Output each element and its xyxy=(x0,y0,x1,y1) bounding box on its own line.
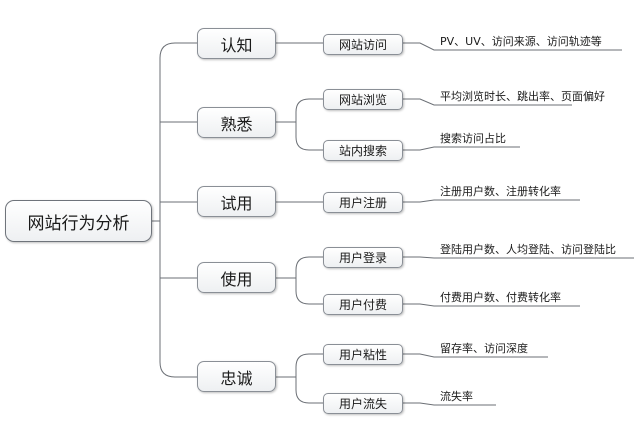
activity-label: 网站浏览 xyxy=(338,93,387,107)
metric-text: 登陆用户数、人均登陆、访问登陆比 xyxy=(440,243,616,256)
activity-node: 用户登录 xyxy=(323,247,403,268)
activity-label: 用户登录 xyxy=(338,251,387,265)
activity-node: 站内搜索 xyxy=(323,140,403,161)
stage-label: 认知 xyxy=(220,35,253,55)
metric-text: 平均浏览时长、跳出率、页面偏好 xyxy=(440,90,605,103)
connector-line xyxy=(403,402,496,406)
stage-node: 忠诚 xyxy=(197,361,276,392)
metric-text: 留存率、访问深度 xyxy=(440,342,528,355)
activity-node: 用户注册 xyxy=(323,192,403,213)
metric-text: 搜索访问占比 xyxy=(440,132,506,145)
activity-label: 用户流失 xyxy=(338,397,387,411)
activity-node: 网站访问 xyxy=(323,34,403,55)
root-label: 网站行为分析 xyxy=(27,213,130,234)
activity-node: 用户粘性 xyxy=(323,344,403,365)
connector-line xyxy=(403,98,572,106)
connector-line xyxy=(403,42,622,51)
metric-text: 流失率 xyxy=(440,390,473,403)
connector-line xyxy=(276,353,323,404)
stage-node: 认知 xyxy=(197,28,276,59)
activity-label: 用户付费 xyxy=(338,298,387,312)
stage-node: 使用 xyxy=(197,262,276,293)
connector-line xyxy=(403,199,580,203)
stage-label: 试用 xyxy=(220,193,253,213)
activity-node: 用户付费 xyxy=(323,294,403,315)
metric-text: 付费用户数、付费转化率 xyxy=(440,291,561,304)
activity-label: 网站访问 xyxy=(338,38,387,52)
root-node: 网站行为分析 xyxy=(5,200,152,242)
stage-node: 熟悉 xyxy=(197,107,276,138)
activity-label: 站内搜索 xyxy=(338,144,387,158)
connector-line xyxy=(403,353,548,358)
connector-line xyxy=(276,256,323,305)
connector-line xyxy=(403,146,520,151)
connector-line xyxy=(403,256,634,259)
connector-line xyxy=(403,303,580,307)
connector-line xyxy=(276,98,323,151)
activity-label: 用户粘性 xyxy=(338,348,387,362)
activity-node: 网站浏览 xyxy=(323,89,403,110)
stage-label: 使用 xyxy=(220,269,253,289)
connector-line xyxy=(159,42,197,378)
activity-node: 用户流失 xyxy=(323,393,403,414)
metric-text: 注册用户数、注册转化率 xyxy=(440,185,561,198)
stage-label: 忠诚 xyxy=(220,368,253,388)
stage-node: 试用 xyxy=(197,186,276,217)
metric-text: PV、UV、访问来源、访问轨迹等 xyxy=(440,35,602,48)
stage-label: 熟悉 xyxy=(220,114,253,134)
activity-label: 用户注册 xyxy=(338,196,387,210)
